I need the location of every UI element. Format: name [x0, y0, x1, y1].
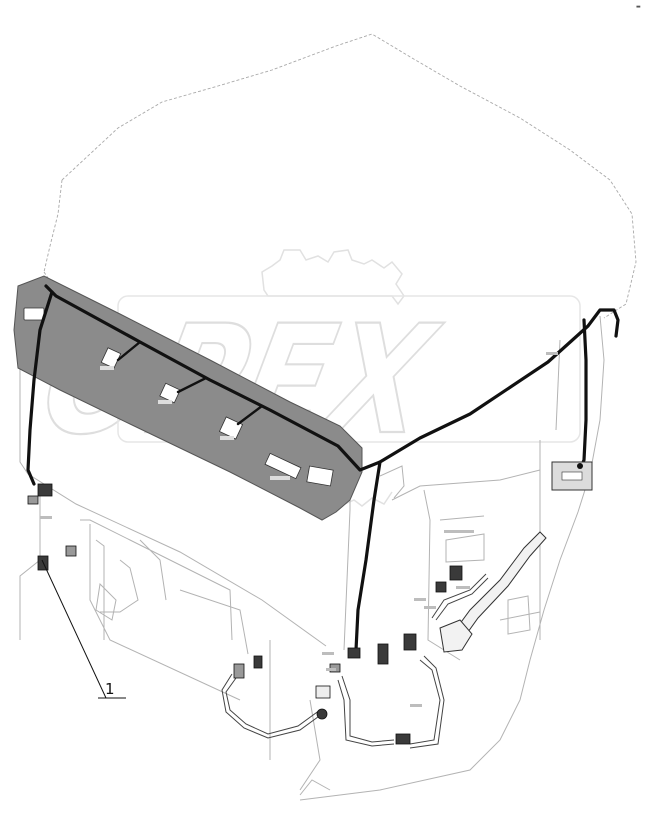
connector-left-upper-2 [27, 495, 39, 505]
corner-mark: ▬ [636, 4, 641, 10]
connector-motor [395, 733, 411, 745]
harness-main-run [44, 284, 620, 472]
connector-left-upper [37, 483, 53, 497]
connector-lower-mid [315, 685, 331, 699]
connectors [27, 483, 463, 745]
harness-left-drop [26, 290, 54, 486]
connector-lower-left-b [233, 663, 245, 679]
connector-lower-left-a [253, 655, 263, 669]
wiper-arm [439, 531, 547, 653]
connector-right-b [403, 633, 417, 651]
callout-1: 1 [41, 559, 126, 699]
callout-1-leader [41, 559, 107, 699]
callout-1-label: 1 [105, 680, 115, 698]
harness-branch-1 [116, 340, 142, 362]
cab-roof-outline [43, 33, 637, 319]
lower-harness [221, 573, 489, 749]
connector-left-side [65, 545, 77, 557]
watermark-gear [261, 249, 405, 306]
connector-right-c [435, 581, 447, 593]
console-details [23, 307, 334, 487]
connector-right-d [449, 565, 463, 581]
connector-grommet [316, 708, 328, 720]
console-tiny-labels [100, 366, 290, 480]
harness-center-drop [354, 460, 382, 652]
connector-center [347, 647, 361, 659]
right-lamp-assembly [551, 461, 593, 491]
harness-branch-3 [236, 404, 264, 426]
component-label-marks [40, 352, 558, 707]
harness-branch-2 [176, 376, 208, 394]
connector-right-a [377, 643, 389, 665]
harness-right-drop [578, 318, 588, 472]
